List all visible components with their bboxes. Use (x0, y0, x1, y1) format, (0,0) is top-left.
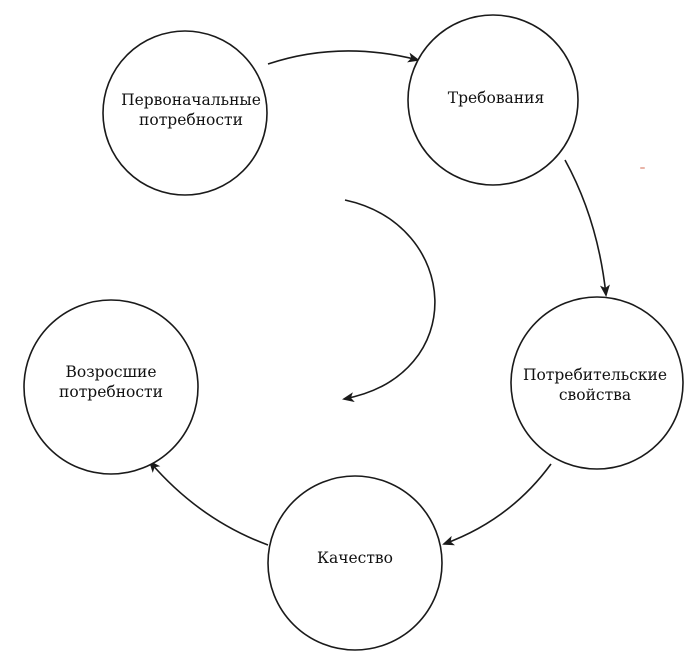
node-grown-needs: Возросшие потребности (23, 299, 199, 475)
node-requirements-circle (407, 14, 579, 186)
arrow-requirements-to-consumer-properties (564, 159, 610, 297)
node-requirements: Требования (407, 14, 579, 186)
cycle-direction-arrow (342, 199, 436, 403)
node-quality-label: Качество (317, 549, 393, 567)
node-initial-needs: Первоначальные потребности (102, 30, 268, 196)
node-initial-needs-label-line2: потребности (139, 111, 243, 129)
node-quality: Качество (267, 475, 443, 651)
node-consumer-properties-label-line2: свойства (559, 386, 631, 404)
node-initial-needs-label-line1: Первоначальные (121, 91, 261, 109)
node-requirements-label: Требования (448, 89, 545, 107)
arrow-quality-to-grown-needs (148, 460, 269, 546)
node-consumer-properties-circle (510, 296, 684, 470)
node-consumer-properties-label-line1: Потребительские (523, 366, 667, 384)
node-grown-needs-circle (23, 299, 199, 475)
node-grown-needs-label-line2: потребности (59, 383, 163, 401)
node-consumer-properties: Потребительские свойства (510, 296, 684, 470)
scan-speck (640, 167, 645, 169)
arrow-consumer-properties-to-quality (442, 463, 552, 546)
node-quality-circle (267, 475, 443, 651)
arrow-initial-needs-to-requirements (267, 50, 420, 65)
node-grown-needs-label-line1: Возросшие (65, 363, 156, 381)
node-initial-needs-circle (102, 30, 268, 196)
